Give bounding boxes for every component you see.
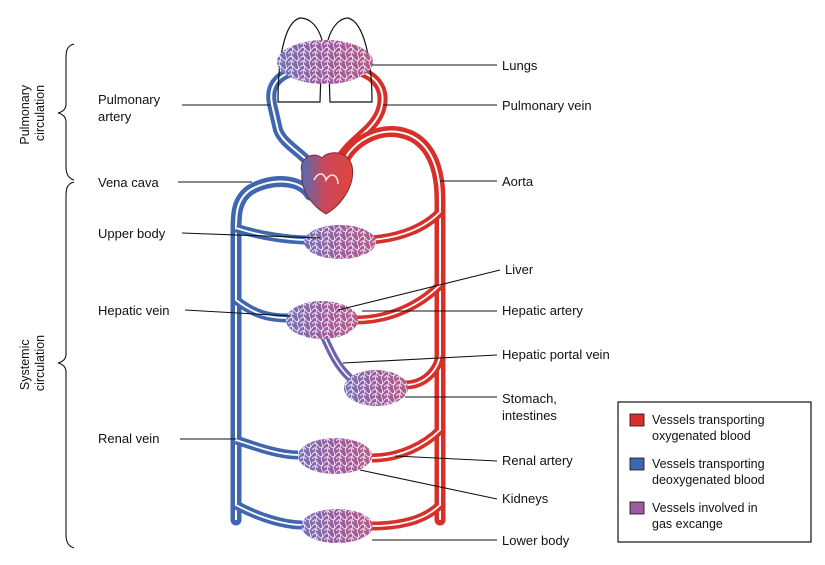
label-renal-artery: Renal artery [502, 453, 573, 468]
upper-body-capillaries [304, 225, 376, 259]
lungs-illustration [277, 17, 373, 103]
lower-body-capillaries [301, 509, 373, 543]
legend-swatch-gas-exchange [629, 501, 645, 515]
pulmonary-section-label: Pulmonary circulation [18, 81, 47, 144]
legend-text-oxygenated: Vessels transporting oxygenated blood [652, 413, 768, 443]
legend-text-deoxygenated: Vessels transporting deoxygenated blood [652, 457, 768, 487]
systemic-section-label: Systemic circulation [18, 335, 47, 391]
label-hepatic-vein: Hepatic vein [98, 303, 170, 318]
legend-box [617, 401, 812, 543]
legend-swatch-deoxygenated [629, 457, 645, 471]
label-stomach-intestines: Stomach, intestines [502, 391, 561, 423]
systemic-brace [57, 181, 75, 549]
leader-lines [178, 64, 501, 541]
label-lungs: Lungs [502, 58, 538, 73]
capillary-beds [286, 225, 408, 543]
label-renal-vein: Renal vein [98, 431, 159, 446]
legend: Vessels transporting oxygenated blood Ve… [617, 401, 812, 543]
stomach-intestine-capillaries [344, 370, 408, 406]
label-upper-body: Upper body [98, 226, 166, 241]
kidney-capillaries [298, 438, 372, 474]
label-pulmonary-vein: Pulmonary vein [502, 98, 592, 113]
pulmonary-brace [57, 43, 75, 181]
label-hepatic-artery: Hepatic artery [502, 303, 583, 318]
label-vena-cava: Vena cava [98, 175, 159, 190]
legend-item-deoxygenated: Vessels transporting deoxygenated blood [629, 457, 768, 487]
label-hepatic-portal-vein: Hepatic portal vein [502, 347, 610, 362]
label-aorta: Aorta [502, 174, 534, 189]
liver-capillaries [286, 301, 358, 339]
legend-text-gas-exchange: Vessels involved in gas excange [652, 501, 761, 531]
legend-item-oxygenated: Vessels transporting oxygenated blood [629, 413, 768, 443]
label-lower-body: Lower body [502, 533, 570, 548]
heart-illustration [300, 152, 354, 215]
label-pulmonary-artery: Pulmonary artery [98, 92, 164, 124]
legend-item-gas-exchange: Vessels involved in gas excange [629, 501, 761, 531]
labels: Lungs Pulmonary artery Pulmonary vein Ve… [98, 58, 610, 548]
legend-swatch-oxygenated [629, 413, 645, 427]
label-liver: Liver [505, 262, 534, 277]
label-kidneys: Kidneys [502, 491, 549, 506]
